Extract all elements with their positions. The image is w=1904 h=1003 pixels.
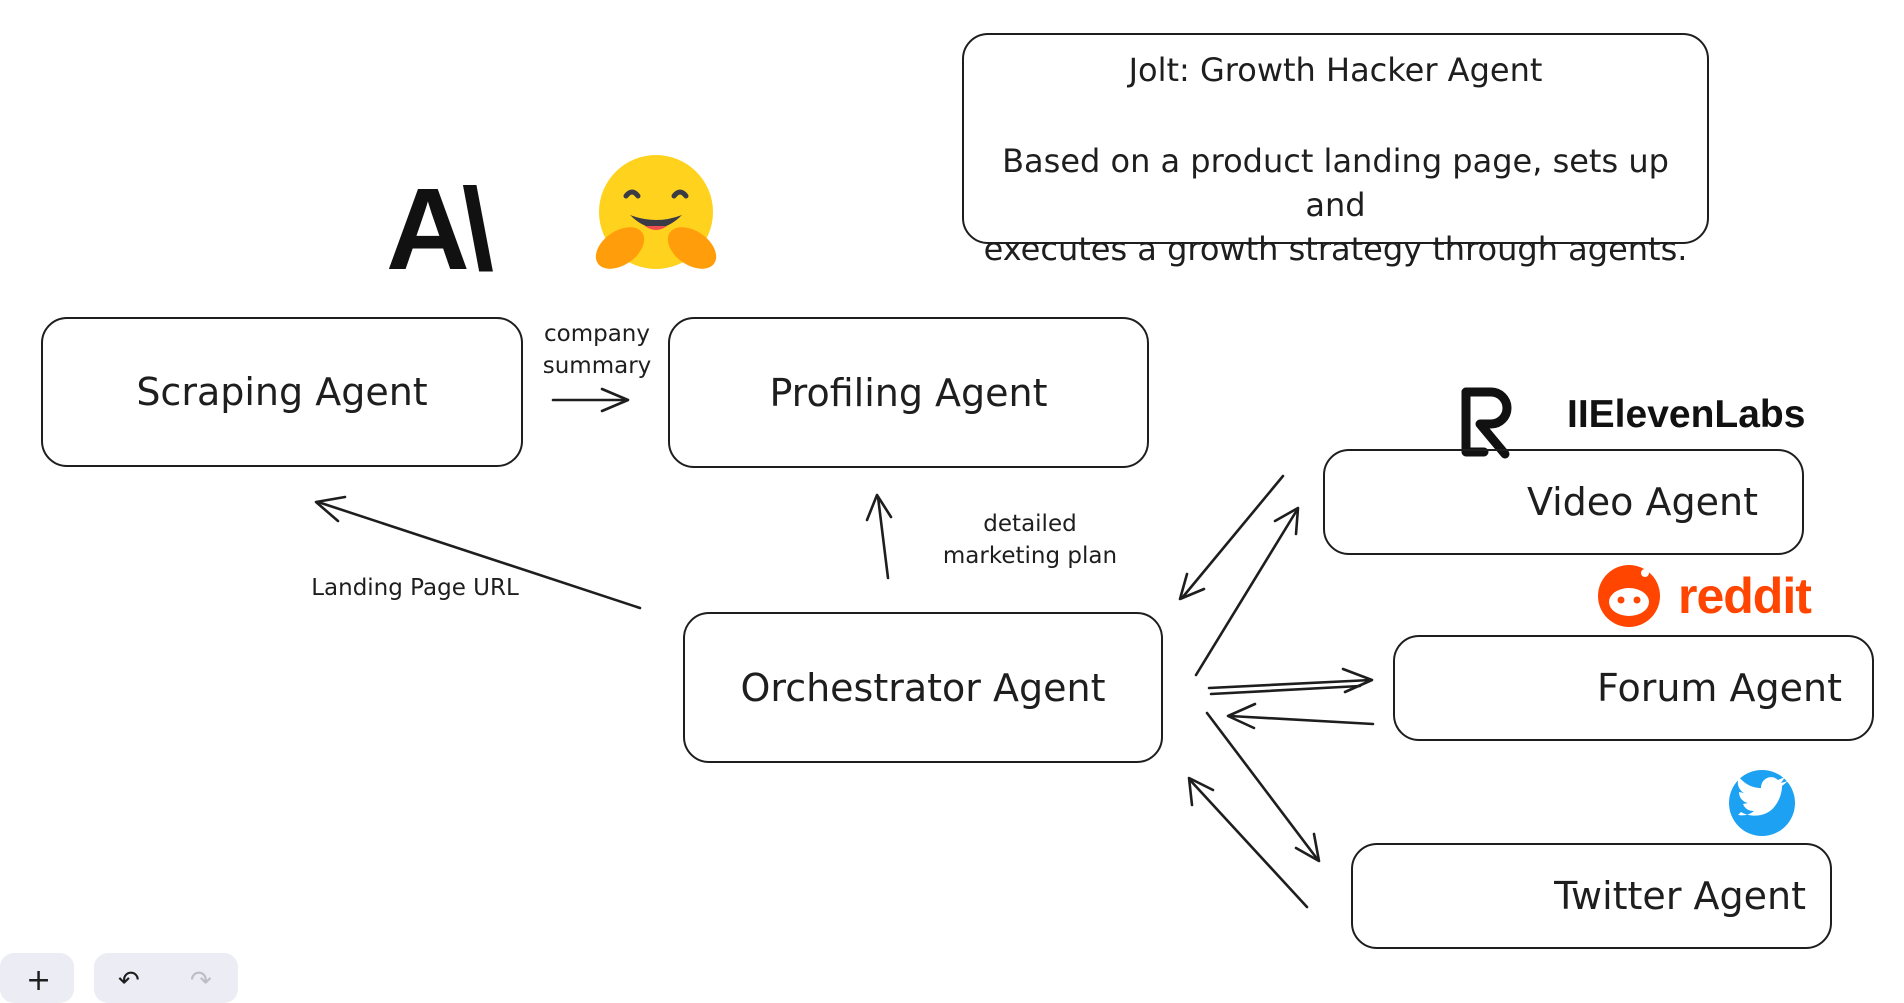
info-box[interactable]: Jolt: Growth Hacker Agent Based on a pro… <box>962 33 1709 268</box>
anthropic-logo: A\ <box>386 164 494 294</box>
elevenlabs-logo: IIElevenLabs <box>1567 393 1806 436</box>
landing-page-url-label: Landing Page URL <box>311 575 519 601</box>
arrow-forum-to-orchestrator <box>1226 702 1375 730</box>
arrow-orchestrator-to-scraping <box>314 495 642 610</box>
history-toolbar: ↶ ↷ <box>94 953 238 1003</box>
arrow-orchestrator-to-twitter <box>1205 711 1321 863</box>
detailed-line2: marketing plan <box>942 543 1118 569</box>
company-summary-line1: company <box>543 321 650 347</box>
info-description: Based on a product landing page, sets up… <box>974 139 1697 271</box>
hugging-face-icon <box>595 155 717 269</box>
reddit-icon <box>1598 565 1660 627</box>
undo-button[interactable]: ↶ <box>118 966 140 996</box>
arrow-orchestrator-to-profiling <box>865 493 893 580</box>
reddit-wordmark: reddit <box>1678 568 1812 624</box>
add-toolbar: + <box>0 953 74 1003</box>
video-agent-label: Video Agent <box>1526 480 1758 524</box>
forum-agent-label: Forum Agent <box>1596 666 1842 710</box>
info-title: Jolt: Growth Hacker Agent <box>1128 51 1543 89</box>
company-summary-label: company summary <box>537 318 657 382</box>
video-agent-node[interactable]: Video Agent <box>1323 449 1804 555</box>
orchestrator-agent-label: Orchestrator Agent <box>740 665 1106 710</box>
profiling-agent-label: Profiling Agent <box>769 370 1048 415</box>
arrow-video-to-orchestrator <box>1178 474 1285 601</box>
scraping-agent-node[interactable]: Scraping Agent <box>41 317 523 467</box>
orchestrator-agent-node[interactable]: Orchestrator Agent <box>683 612 1163 763</box>
company-summary-line2: summary <box>542 353 652 379</box>
detailed-marketing-plan-label: detailed marketing plan <box>940 508 1120 572</box>
profiling-agent-node[interactable]: Profiling Agent <box>668 317 1149 468</box>
scraping-agent-label: Scraping Agent <box>136 370 428 414</box>
twitter-agent-node[interactable]: Twitter Agent <box>1351 843 1832 949</box>
twitter-bird-icon <box>1729 770 1795 836</box>
twitter-agent-label: Twitter Agent <box>1554 874 1806 918</box>
detailed-line1: detailed <box>983 511 1077 537</box>
add-button[interactable]: + <box>26 963 52 998</box>
redo-button[interactable]: ↷ <box>190 966 212 996</box>
arrow-twitter-to-orchestrator <box>1187 776 1309 909</box>
heygen-icon <box>1461 387 1512 459</box>
info-description-line2: executes a growth strategy through agent… <box>983 230 1688 268</box>
forum-agent-node[interactable]: Forum Agent <box>1393 635 1874 741</box>
arrow-orchestrator-to-forum <box>1207 667 1374 696</box>
arrow-scraping-to-profiling <box>551 387 630 413</box>
arrow-orchestrator-to-video <box>1194 506 1300 677</box>
info-description-line1: Based on a product landing page, sets up… <box>1002 142 1669 224</box>
